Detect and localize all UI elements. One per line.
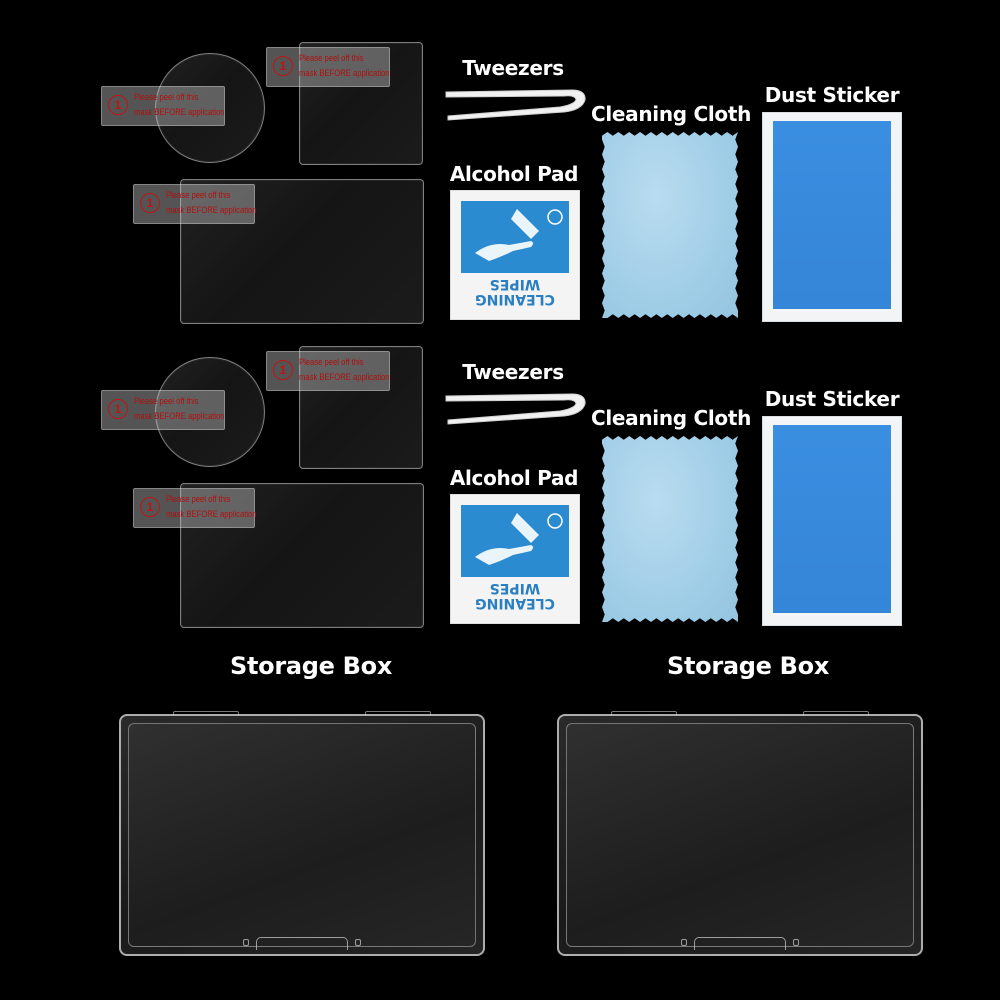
peel-number: 1 [108,399,128,419]
tweezers-image [445,393,586,425]
sticker-blue-area [773,121,891,309]
box-lid [128,723,476,947]
peel-number: 1 [273,56,293,76]
box-dot [355,939,361,946]
peel-number: 1 [108,95,128,115]
peel-number: 1 [273,360,293,380]
cleaning-cloth-image [602,132,738,318]
round-screen-protector [155,357,265,467]
box-lid [566,723,914,947]
box-hinge [803,711,869,716]
tweezers-label: Tweezers [462,56,564,80]
box-hinge [173,711,239,716]
storage-box-image [119,711,485,956]
box-dot [243,939,249,946]
dust-sticker-image [762,112,902,322]
storage-box-label: Storage Box [229,652,393,680]
pad-blue-print [461,505,569,577]
peel-number: 1 [140,193,160,213]
peel-number: 1 [140,497,160,517]
alcohol-pad-label: Alcohol Pad [449,162,579,186]
storage-box-image [557,711,923,956]
cleaning-cloth-image [602,436,738,622]
box-latch [694,937,786,950]
box-dot [681,939,687,946]
dust-sticker-label: Dust Sticker [764,83,900,107]
storage-box-label: Storage Box [666,652,830,680]
cleaning-cloth-label: Cleaning Cloth [590,102,752,126]
alcohol-pad-label: Alcohol Pad [449,466,579,490]
large-screen-protector [180,483,424,628]
hand-wipe-icon [475,513,563,565]
sticker-blue-area [773,425,891,613]
tweezers-label: Tweezers [462,360,564,384]
dust-sticker-image [762,416,902,626]
tweezers-image [445,89,586,121]
pad-blue-print [461,201,569,273]
round-screen-protector [155,53,265,163]
box-dot [793,939,799,946]
box-hinge [365,711,431,716]
hand-wipe-icon [475,209,563,261]
large-screen-protector [180,179,424,324]
box-hinge [611,711,677,716]
small-screen-protector [299,42,423,165]
cleaning-cloth-label: Cleaning Cloth [590,406,752,430]
dust-sticker-label: Dust Sticker [764,387,900,411]
small-screen-protector [299,346,423,469]
box-latch [256,937,348,950]
